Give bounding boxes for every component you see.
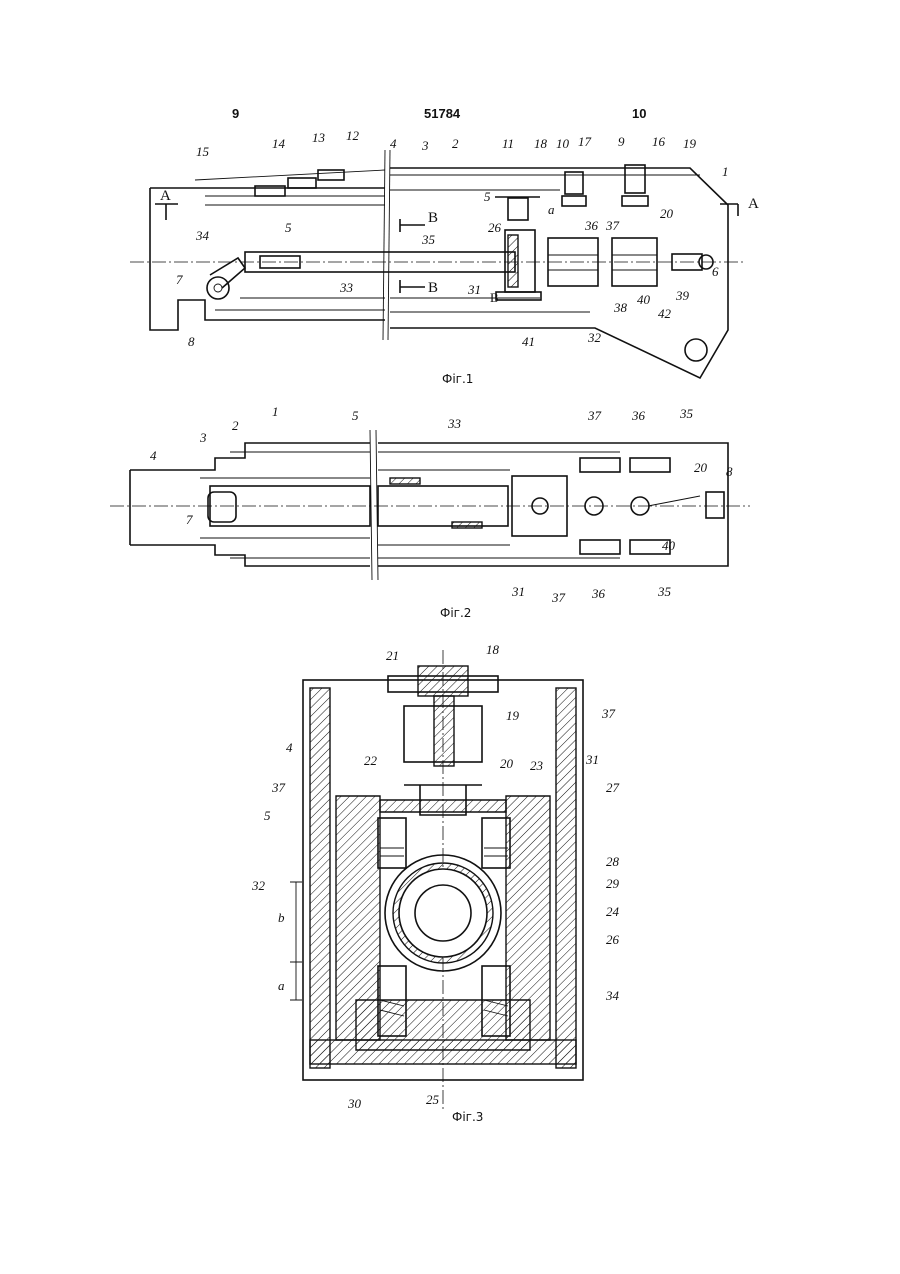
- figure-1-drawing: 15 14 13 12 4 3 2 11 18 10 17 9 16 19 1 …: [130, 128, 759, 378]
- fig3-label-37: 37: [601, 706, 616, 721]
- fig3-label-37b: 37: [271, 780, 286, 795]
- fig1-label-15: 15: [196, 144, 210, 159]
- fig3-label-30: 30: [347, 1096, 362, 1111]
- fig1-label-19: 19: [683, 136, 697, 151]
- fig1-label-5: 5: [484, 189, 491, 204]
- fig3-label-18: 18: [486, 642, 500, 657]
- fig1-label-12: 12: [346, 128, 360, 143]
- fig2-label-35: 35: [679, 406, 694, 421]
- fig2-label-20: 20: [694, 460, 708, 475]
- fig2-label-8: 8: [726, 464, 733, 479]
- fig2-label-36: 36: [631, 408, 646, 423]
- fig3-label-19: 19: [506, 708, 520, 723]
- fig1-label-a: a: [548, 202, 555, 217]
- fig2-label-5: 5: [352, 408, 359, 423]
- fig1-label-13: 13: [312, 130, 326, 145]
- fig3-label-24: 24: [606, 904, 620, 919]
- fig2-label-37b: 37: [551, 590, 566, 605]
- fig1-label-26: 26: [488, 220, 502, 235]
- fig1-label-10: 10: [556, 136, 570, 151]
- fig1-label-36: 36: [584, 218, 599, 233]
- fig3-label-32: 32: [251, 878, 266, 893]
- figure-3-drawing: 21 18 19 37 4 22 20 23 31 27 37 5 28 32 …: [251, 642, 620, 1111]
- fig1-section-a-left: A: [160, 188, 171, 204]
- fig1-label-32: 32: [587, 330, 602, 345]
- fig1-label-34: 34: [195, 228, 210, 243]
- fig3-label-21: 21: [386, 648, 399, 663]
- fig1-label-20: 20: [660, 206, 674, 221]
- figure-3-caption: Фіг.3: [452, 1110, 483, 1124]
- fig3-label-a: a: [278, 978, 285, 993]
- fig3-label-25: 25: [426, 1092, 440, 1107]
- fig2-label-36b: 36: [591, 586, 606, 601]
- fig1-label-35: 35: [421, 232, 436, 247]
- fig1-label-18: 18: [534, 136, 548, 151]
- fig2-label-3: 3: [199, 430, 207, 445]
- fig3-label-22: 22: [364, 753, 378, 768]
- figure-2-drawing: 4 3 2 1 5 33 37 36 35 20 8 7 31 37 36 35…: [110, 404, 750, 605]
- fig1-section-a-right: A: [748, 196, 759, 212]
- fig3-label-20: 20: [500, 756, 514, 771]
- fig1-label-6: 6: [712, 264, 719, 279]
- fig3-label-23: 23: [530, 758, 544, 773]
- fig1-label-41: 41: [522, 334, 535, 349]
- fig3-label-29: 29: [606, 876, 620, 891]
- figure-1-caption: Фіг.1: [442, 372, 473, 386]
- fig3-label-26: 26: [606, 932, 620, 947]
- fig1-label-16: 16: [652, 134, 666, 149]
- fig1-label-3: 3: [421, 138, 429, 153]
- fig1-label-37: 37: [605, 218, 620, 233]
- fig1-label-b-small: B: [490, 290, 499, 305]
- fig1-label-11: 11: [502, 136, 514, 151]
- fig3-label-34: 34: [605, 988, 620, 1003]
- fig2-label-2: 2: [232, 418, 239, 433]
- fig2-label-40: 40: [662, 538, 676, 553]
- fig3-label-b: b: [278, 910, 285, 925]
- fig1-label-39: 39: [675, 288, 690, 303]
- fig1-section-b-bottom: B: [428, 280, 438, 296]
- fig1-label-1: 1: [722, 164, 729, 179]
- fig1-section-b-top: B: [428, 210, 438, 226]
- fig1-label-9: 9: [618, 134, 625, 149]
- fig2-label-4: 4: [150, 448, 157, 463]
- fig1-label-5b: 5: [285, 220, 292, 235]
- fig3-label-28: 28: [606, 854, 620, 869]
- fig1-label-4: 4: [390, 136, 397, 151]
- fig2-label-31: 31: [511, 584, 525, 599]
- fig3-label-4: 4: [286, 740, 293, 755]
- fig1-label-17: 17: [578, 134, 592, 149]
- figure-2-caption: Фіг.2: [440, 606, 471, 620]
- fig2-label-35b: 35: [657, 584, 672, 599]
- fig3-label-27: 27: [606, 780, 620, 795]
- fig1-label-38: 38: [613, 300, 628, 315]
- fig3-label-31: 31: [585, 752, 599, 767]
- fig2-label-7: 7: [186, 512, 193, 527]
- fig1-label-14: 14: [272, 136, 286, 151]
- fig1-label-40: 40: [637, 292, 651, 307]
- fig1-label-8: 8: [188, 334, 195, 349]
- fig1-label-42: 42: [658, 306, 672, 321]
- fig1-label-7: 7: [176, 272, 183, 287]
- fig2-label-37: 37: [587, 408, 602, 423]
- fig1-label-2: 2: [452, 136, 459, 151]
- fig2-label-33: 33: [447, 416, 462, 431]
- fig2-label-1: 1: [272, 404, 279, 419]
- fig1-label-33: 33: [339, 280, 354, 295]
- fig1-label-31: 31: [467, 282, 481, 297]
- fig3-label-5: 5: [264, 808, 271, 823]
